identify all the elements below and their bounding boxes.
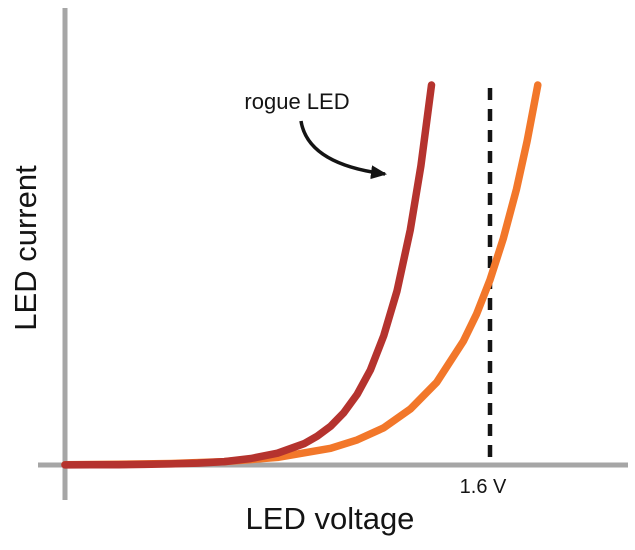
curves-group [61,81,542,469]
rogue-led-annotation: rogue LED [244,89,349,114]
curve-rogue-led-red [61,81,436,469]
x-axis-label: LED voltage [246,501,415,536]
curve-led-orange [61,81,542,469]
rogue-led-arrow [299,120,387,180]
threshold-value-label: 1.6 V [460,476,507,498]
y-axis-label: LED current [8,165,43,331]
